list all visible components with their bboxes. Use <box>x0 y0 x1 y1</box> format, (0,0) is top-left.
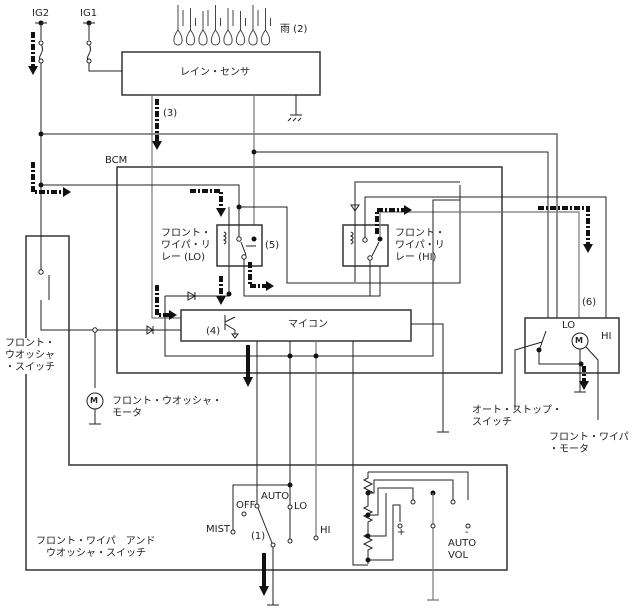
wiper-switch-lever <box>257 507 279 606</box>
washer-motor-symbol: M <box>90 396 98 405</box>
auto-stop-leader <box>514 341 543 410</box>
wiper-motor-label: フロント・ワイパ ・モータ <box>549 432 629 455</box>
switch-pos-off: OFF <box>236 500 256 511</box>
raindrop <box>248 29 258 46</box>
rain-sensor-box <box>121 51 321 96</box>
auto-vol-plus: + <box>397 527 406 538</box>
bcm-label: BCM <box>105 155 128 166</box>
rain-sensor-label: レイン・センサ <box>180 67 250 78</box>
step-6-label: (6) <box>582 297 597 308</box>
step-3-label: (3) <box>163 108 178 119</box>
switch-pos-lo: LO <box>294 501 308 512</box>
wiper-motor-symbol: M <box>575 336 583 345</box>
washer-diode-icon <box>146 325 154 335</box>
ig2-wire <box>40 63 181 331</box>
auto-vol-label: AUTO VOL <box>448 538 477 561</box>
bcm-box <box>116 166 503 374</box>
auto-vol-minus: - <box>465 527 469 538</box>
rain-streak <box>265 8 271 34</box>
raindrop <box>223 29 233 46</box>
ig1-label: IG1 <box>80 8 98 19</box>
step-4-label: (4) <box>206 326 221 337</box>
step-1-label: (1) <box>251 531 266 542</box>
raindrop <box>235 29 246 46</box>
raindrop <box>198 29 208 46</box>
motor-hi-label: HI <box>601 331 612 342</box>
washer-switch-contact <box>38 269 44 275</box>
raindrop <box>173 29 183 46</box>
ig2-label: IG2 <box>32 8 50 19</box>
raindrops-icon <box>173 5 271 46</box>
wiper-motor-leader <box>585 346 599 420</box>
rain-streak <box>177 5 184 34</box>
relay-lo-coil-icon <box>222 231 227 245</box>
switch-pos-auto: AUTO <box>261 491 290 502</box>
wiper-washer-switch-label: フロント・ワイパ アンド ウオッシャ・スイッチ <box>36 536 156 559</box>
relay-hi-coil-icon <box>349 231 354 245</box>
transistor-icon <box>224 315 239 339</box>
relay-lo-label: フロント・ ワイパ・リ レー (LO) <box>161 228 211 263</box>
raindrop <box>210 29 221 46</box>
raindrop <box>260 29 271 46</box>
microcomputer-label: マイコン <box>288 319 328 330</box>
step-5-label: (5) <box>265 240 280 251</box>
motor-lo-label: LO <box>562 320 576 331</box>
washer-motor-label: フロント・ウオッシャ・ モータ <box>112 396 222 419</box>
washer-switch-label: フロント・ ウオッシャ ・スイッチ <box>5 338 55 374</box>
switch-pos-hi: HI <box>320 525 331 536</box>
relay-hi-label: フロント・ ワイパ・リ レー (HI) <box>395 228 445 263</box>
rain-streak <box>227 8 234 34</box>
rain-streak <box>215 5 221 34</box>
switch-pos-mist: MIST <box>206 524 231 535</box>
raindrop <box>185 29 196 46</box>
microcomputer-box <box>180 309 412 342</box>
rain-streak <box>190 8 196 34</box>
auto-stop-switch-label: オート・ストップ・ スイッチ <box>472 405 562 428</box>
wiper-washer-switch-housing <box>25 235 508 571</box>
rain-streak <box>252 5 259 34</box>
rain-label: 雨 (2) <box>280 24 308 35</box>
